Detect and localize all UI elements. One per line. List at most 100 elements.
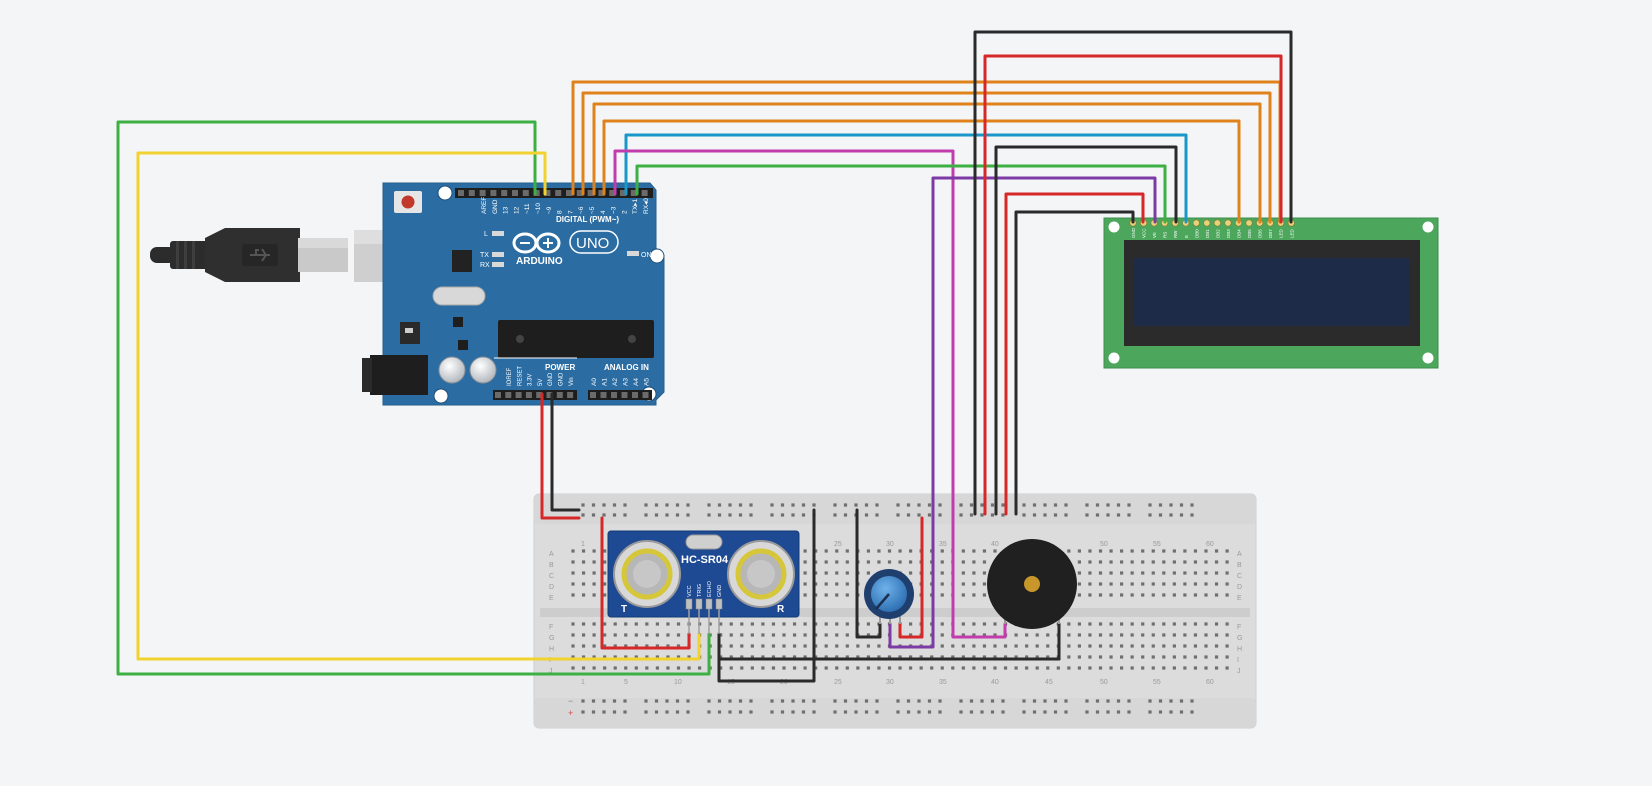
rail-hole[interactable]: [738, 699, 743, 703]
breadboard-hole[interactable]: [1077, 655, 1081, 659]
wire-red-lcd-led-a[interactable]: [983, 54, 1283, 516]
breadboard-hole[interactable]: [698, 666, 702, 670]
rail-hole[interactable]: [896, 710, 900, 714]
breadboard-hole[interactable]: [824, 644, 828, 648]
breadboard-hole[interactable]: [961, 593, 965, 597]
rail-hole[interactable]: [623, 710, 627, 714]
rail-hole[interactable]: [780, 710, 785, 714]
breadboard-hole[interactable]: [982, 644, 987, 648]
rail-hole[interactable]: [959, 699, 963, 703]
breadboard-hole[interactable]: [835, 560, 839, 564]
header-pin[interactable]: [512, 190, 518, 196]
breadboard-hole[interactable]: [740, 622, 744, 626]
breadboard-hole[interactable]: [761, 622, 765, 626]
piezo-buzzer[interactable]: [987, 539, 1077, 629]
breadboard-hole[interactable]: [1193, 549, 1198, 553]
breadboard-hole[interactable]: [982, 655, 987, 659]
rail-hole[interactable]: [644, 503, 648, 507]
breadboard-hole[interactable]: [845, 644, 849, 648]
breadboard-hole[interactable]: [1109, 644, 1113, 648]
breadboard-hole[interactable]: [1141, 593, 1145, 597]
breadboard-hole[interactable]: [1067, 666, 1071, 670]
breadboard-hole[interactable]: [982, 633, 987, 637]
breadboard-hole[interactable]: [930, 666, 934, 670]
header-pin[interactable]: [546, 392, 553, 398]
breadboard-hole[interactable]: [972, 593, 976, 597]
rail-hole[interactable]: [906, 513, 911, 517]
breadboard-hole[interactable]: [1225, 633, 1229, 637]
breadboard-hole[interactable]: [824, 571, 828, 575]
breadboard-hole[interactable]: [571, 593, 575, 597]
rail-hole[interactable]: [833, 699, 837, 703]
breadboard-hole[interactable]: [782, 644, 786, 648]
breadboard-hole[interactable]: [1098, 655, 1103, 659]
rail-hole[interactable]: [864, 710, 869, 714]
breadboard-hole[interactable]: [1098, 549, 1103, 553]
rail-hole[interactable]: [1064, 513, 1068, 517]
rail-hole[interactable]: [675, 503, 680, 507]
breadboard-hole[interactable]: [581, 582, 586, 586]
breadboard-hole[interactable]: [581, 622, 586, 626]
rail-hole[interactable]: [623, 513, 627, 517]
breadboard-hole[interactable]: [761, 666, 765, 670]
breadboard-hole[interactable]: [1172, 593, 1176, 597]
header-pin[interactable]: [611, 392, 617, 398]
breadboard-hole[interactable]: [845, 666, 849, 670]
breadboard-hole[interactable]: [1046, 666, 1050, 670]
breadboard-hole[interactable]: [1098, 571, 1103, 575]
breadboard-hole[interactable]: [1141, 633, 1145, 637]
rail-hole[interactable]: [1169, 503, 1173, 507]
breadboard-hole[interactable]: [877, 644, 881, 648]
lcd-pin[interactable]: [1192, 219, 1200, 227]
breadboard-hole[interactable]: [624, 666, 628, 670]
sensor-pin[interactable]: [715, 598, 723, 610]
rail-hole[interactable]: [938, 503, 942, 507]
breadboard-hole[interactable]: [866, 655, 870, 659]
rail-hole[interactable]: [990, 513, 995, 517]
breadboard-hole[interactable]: [845, 633, 849, 637]
wire-red-5v[interactable]: [540, 392, 581, 520]
breadboard-hole[interactable]: [919, 666, 923, 670]
rail-hole[interactable]: [1116, 513, 1121, 517]
breadboard-hole[interactable]: [803, 633, 807, 637]
rail-hole[interactable]: [1179, 699, 1184, 703]
breadboard-hole[interactable]: [1193, 633, 1198, 637]
rail-hole[interactable]: [1022, 710, 1026, 714]
breadboard-hole[interactable]: [1183, 644, 1187, 648]
breadboard-hole[interactable]: [993, 666, 997, 670]
rail-hole[interactable]: [1001, 503, 1005, 507]
breadboard-hole[interactable]: [835, 633, 839, 637]
breadboard-hole[interactable]: [750, 633, 754, 637]
breadboard-hole[interactable]: [803, 655, 807, 659]
breadboard-hole[interactable]: [666, 666, 670, 670]
breadboard-hole[interactable]: [571, 633, 575, 637]
breadboard-hole[interactable]: [814, 666, 818, 670]
breadboard-hole[interactable]: [1109, 571, 1113, 575]
rail-hole[interactable]: [959, 513, 963, 517]
breadboard-hole[interactable]: [887, 560, 892, 564]
breadboard-hole[interactable]: [1204, 560, 1208, 564]
breadboard-hole[interactable]: [1225, 571, 1229, 575]
breadboard-hole[interactable]: [909, 633, 913, 637]
rail-hole[interactable]: [728, 513, 732, 517]
rail-hole[interactable]: [969, 503, 974, 507]
breadboard-hole[interactable]: [1088, 571, 1092, 575]
breadboard-hole[interactable]: [1214, 655, 1219, 659]
rail-hole[interactable]: [749, 699, 753, 703]
rail-hole[interactable]: [644, 710, 648, 714]
rail-hole[interactable]: [1179, 503, 1184, 507]
rail-hole[interactable]: [812, 710, 816, 714]
breadboard-hole[interactable]: [845, 593, 849, 597]
breadboard-hole[interactable]: [1067, 633, 1071, 637]
breadboard-hole[interactable]: [645, 644, 649, 648]
breadboard-hole[interactable]: [676, 622, 681, 626]
rail-hole[interactable]: [591, 710, 596, 714]
rail-hole[interactable]: [1085, 710, 1089, 714]
breadboard-hole[interactable]: [645, 633, 649, 637]
breadboard-hole[interactable]: [1162, 633, 1166, 637]
breadboard-hole[interactable]: [1077, 593, 1081, 597]
breadboard-hole[interactable]: [961, 560, 965, 564]
rail-hole[interactable]: [1085, 503, 1089, 507]
breadboard-hole[interactable]: [814, 560, 818, 564]
lcd-pin[interactable]: [1224, 219, 1232, 227]
